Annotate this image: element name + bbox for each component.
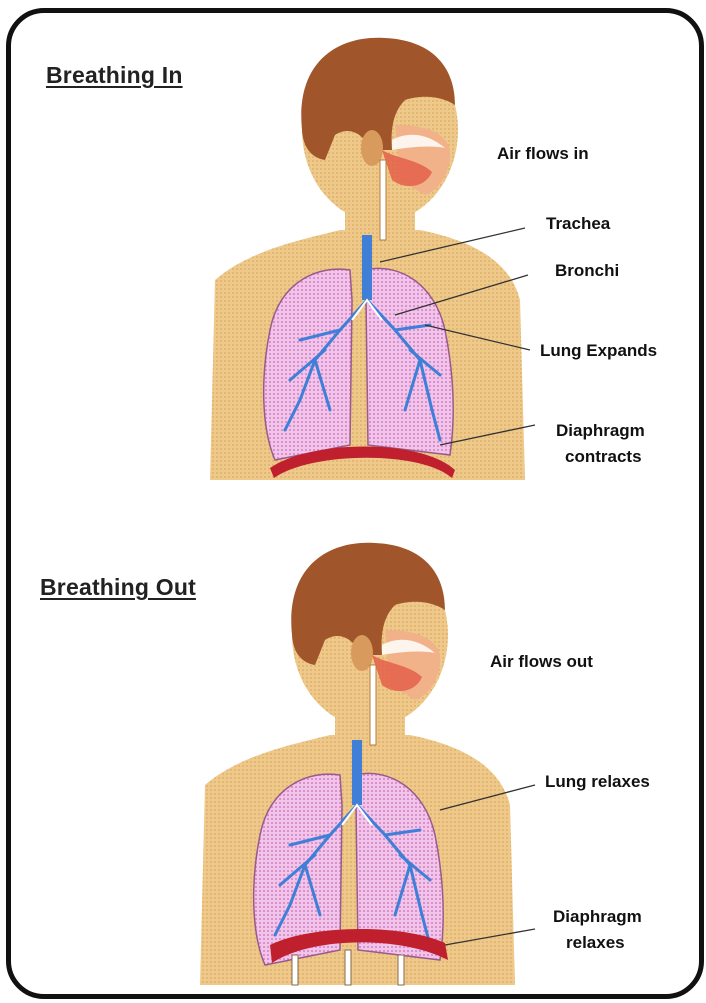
- breathing-out-heading: Breathing Out: [40, 574, 196, 601]
- air-flows-in-label: Air flows in: [497, 143, 589, 165]
- air-flows-out-label: Air flows out: [490, 651, 593, 673]
- diaphragm-contracts-label-line2: contracts: [565, 446, 642, 468]
- lung-expands-label: Lung Expands: [540, 340, 657, 362]
- breathing-out-figure: [200, 543, 535, 985]
- bronchi-label: Bronchi: [555, 260, 619, 282]
- lung-relaxes-label: Lung relaxes: [545, 771, 650, 793]
- diaphragm-relaxes-label-line1: Diaphragm: [553, 906, 642, 928]
- trachea-label: Trachea: [546, 213, 610, 235]
- breathing-in-heading: Breathing In: [46, 62, 183, 89]
- diaphragm-relaxes-label-line2: relaxes: [566, 932, 625, 954]
- breathing-in-figure: [210, 38, 535, 480]
- diaphragm-contracts-label-line1: Diaphragm: [556, 420, 645, 442]
